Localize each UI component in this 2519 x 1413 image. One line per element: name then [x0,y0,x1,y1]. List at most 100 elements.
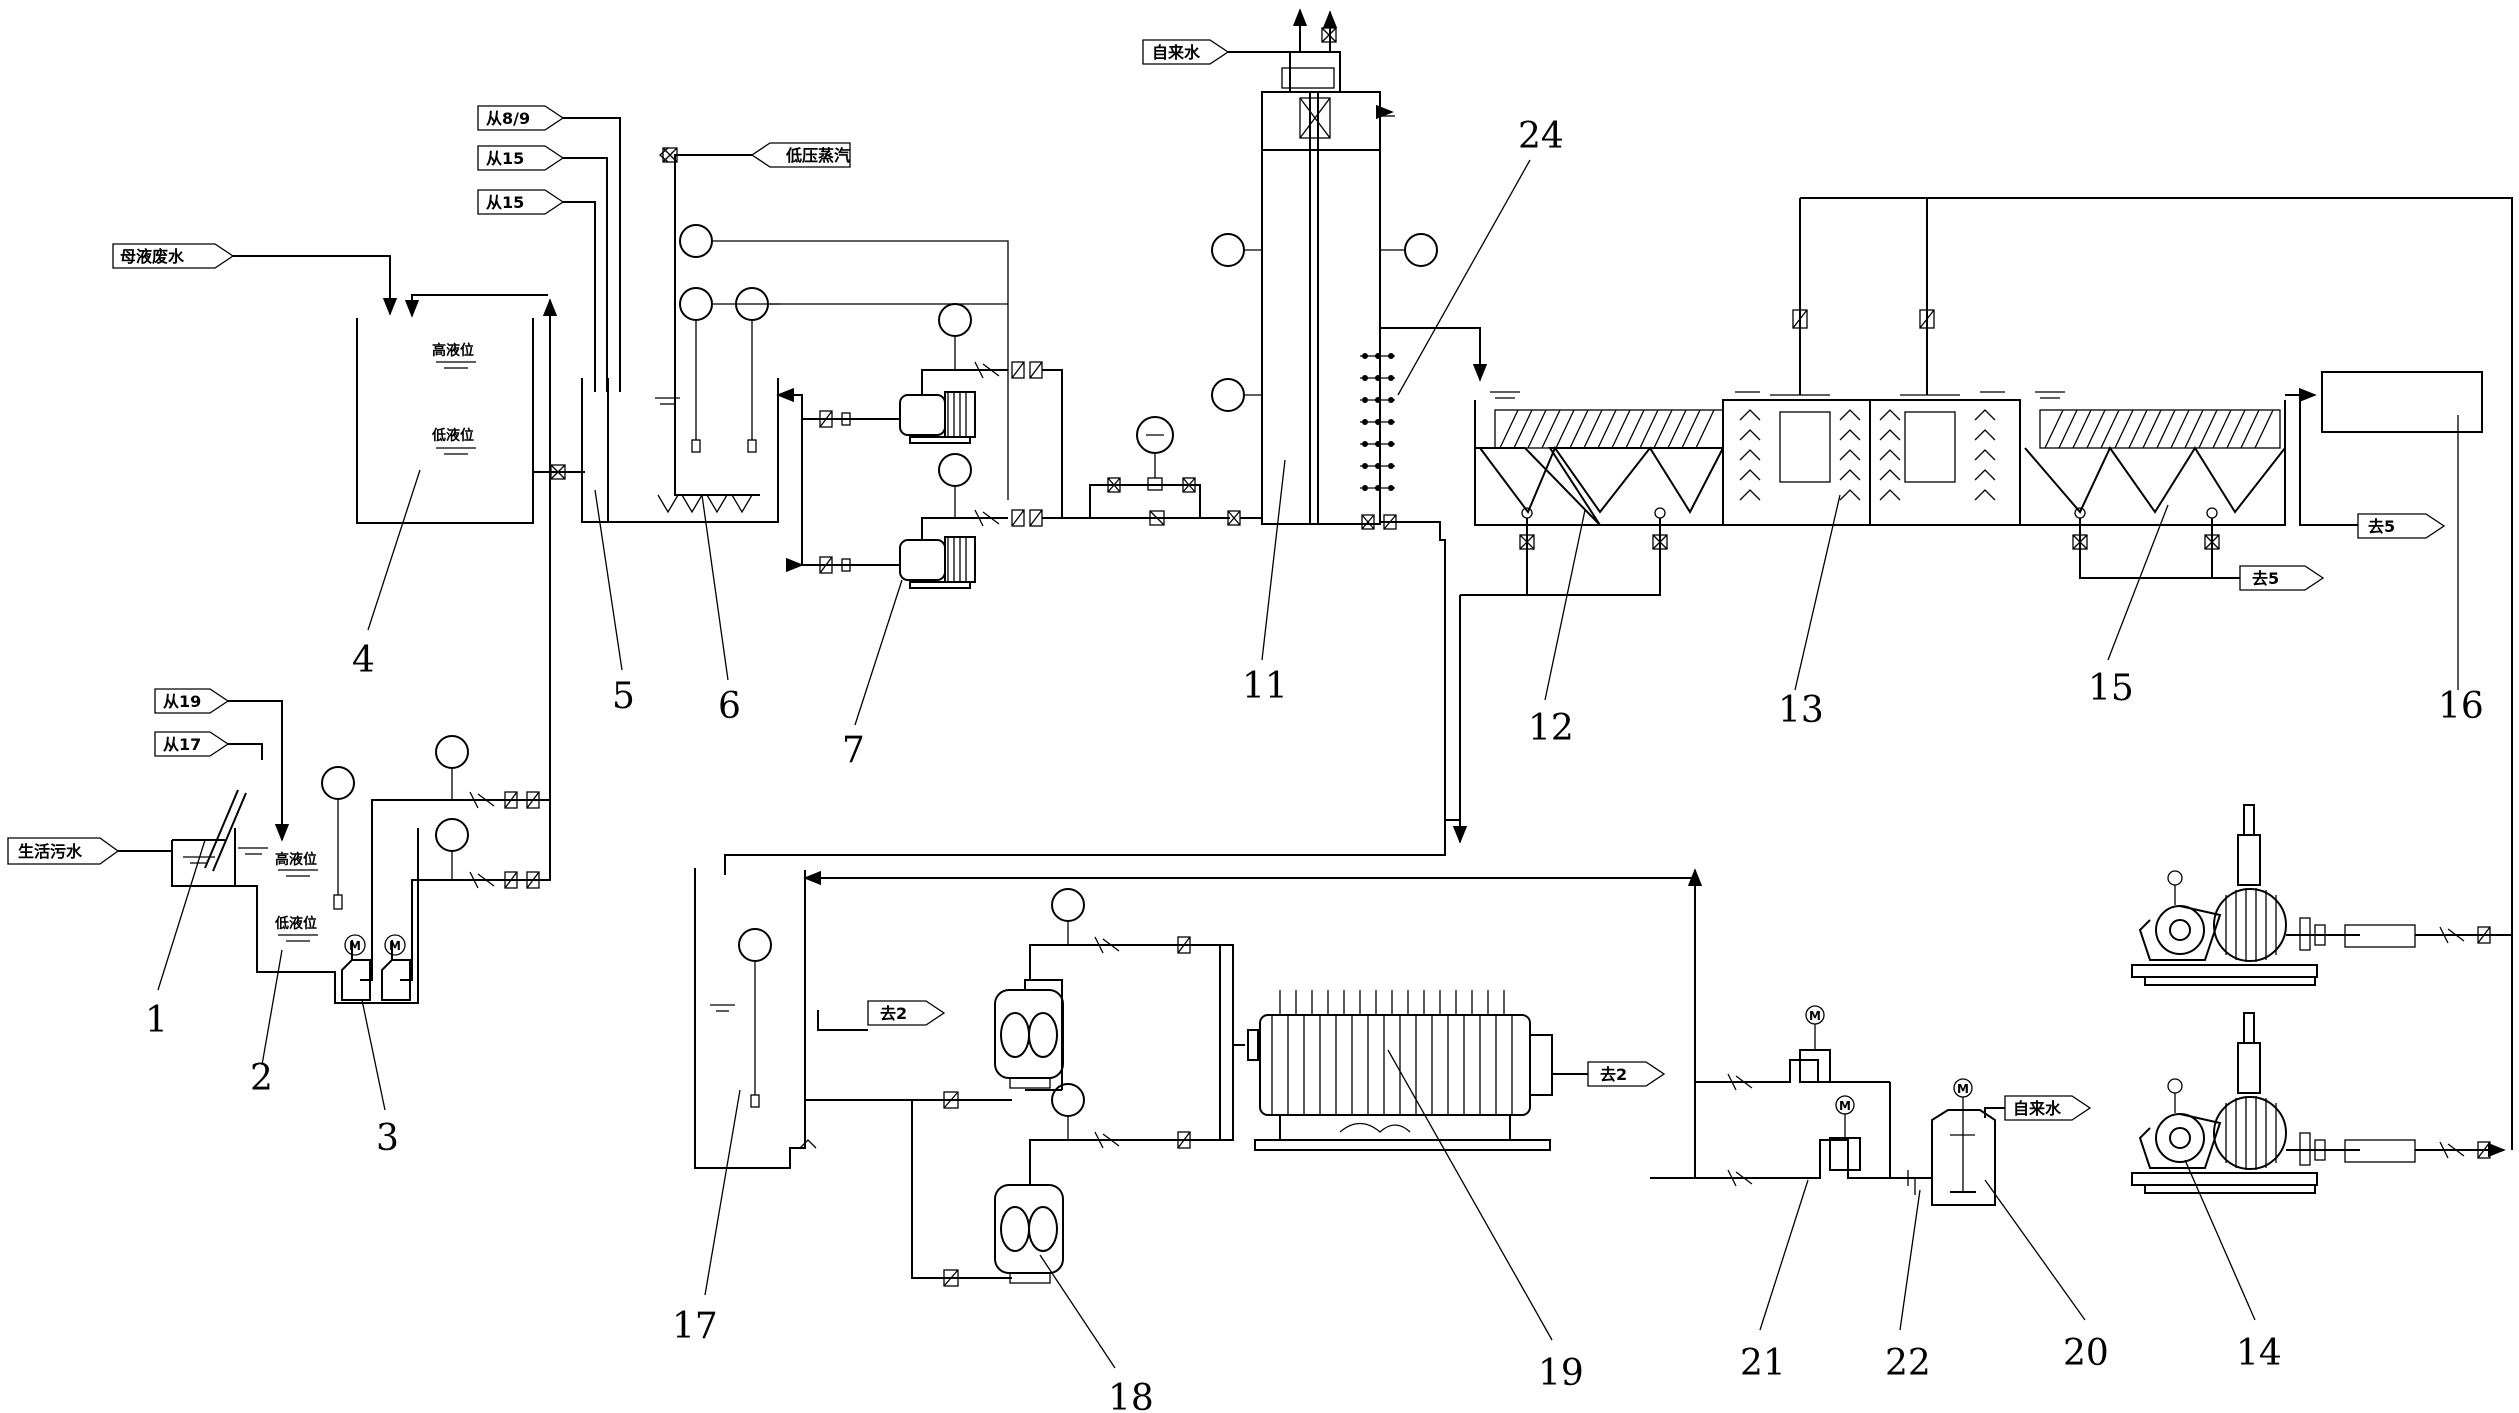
aeration-pipe-6 [655,147,760,514]
pump-discharge-line-a [435,735,550,809]
label-unit-7: 7 [842,730,865,771]
tank4-outlet-line [533,464,585,480]
svg-text:生活污水: 生活污水 [18,842,83,861]
label-unit-12: 12 [1528,708,1574,749]
label-unit-18: 18 [1108,1378,1154,1413]
column-outlet-line [1361,514,1446,840]
svg-text:M: M [1839,1099,1851,1113]
stream-tag-to-2-lower: 去2 [1587,1061,1666,1087]
label-unit-1: 1 [145,1000,168,1041]
unit-number-labels: 1 2 3 4 5 6 7 11 24 12 13 15 16 17 18 19… [145,116,2484,1413]
sump-tank-2: 高液位 低液位 [171,828,419,1004]
column-overflow-to-12 [1380,327,1488,382]
dosing-return-line [1687,868,1920,1187]
stream-tag-from-17: 从17 [154,731,230,757]
submersible-pump-3a: M [341,799,468,1001]
from-8-9-line [563,117,621,392]
transfer-pump-7b [802,453,1043,589]
reaction-column-11 [1240,91,1381,525]
label-unit-13: 13 [1778,690,1824,731]
label-unit-3: 3 [376,1118,399,1159]
label-unit-14: 14 [2236,1333,2282,1374]
svg-text:去2: 去2 [1600,1065,1627,1084]
svg-text:从19: 从19 [163,692,201,711]
column-top-piping [1228,8,1341,92]
filter-press-19 [1247,990,1588,1151]
svg-text:从8/9: 从8/9 [486,109,530,128]
inlet-line-from-19 [228,700,290,842]
svg-text:M: M [1809,1009,1821,1023]
label-unit-6: 6 [718,686,741,727]
stream-tag-mother-liquor: 母液废水 [112,243,235,269]
label-unit-11: 11 [1242,666,1288,707]
svg-text:低液位: 低液位 [274,915,317,932]
svg-text:自来水: 自来水 [2013,1099,2062,1118]
svg-text:去2: 去2 [880,1004,907,1023]
svg-text:母液废水: 母液废水 [120,247,185,266]
svg-text:高液位: 高液位 [432,342,474,359]
stream-tag-domestic-sewage: 生活污水 [7,837,120,865]
inlet-line-from-17 [228,743,263,760]
submersible-pump-3b: M [381,879,468,1001]
stream-tag-to-5-right: 去5 [2357,513,2446,539]
from-15-upper-line [563,157,608,392]
lift-to-tank4-line [540,298,558,881]
svg-text:高液位: 高液位 [275,851,317,868]
label-unit-16: 16 [2438,686,2484,727]
label-unit-15: 15 [2088,668,2134,709]
diaphragm-pump-18a [994,888,1221,1091]
stream-tag-from-15-upper: 从15 [477,145,565,171]
stream-tag-to-5-lower: 去5 [2239,565,2325,591]
stream-tag-from-15-lower: 从15 [477,189,565,215]
sedimentation-basin-15 [2020,391,2286,579]
level-gauge-sump [321,766,355,910]
label-unit-22: 22 [1885,1343,1931,1384]
from-15-lower-line [563,201,596,392]
pump-discharge-line-b [435,818,550,889]
diaphragm-pump-18b [994,1083,1221,1284]
column-instruments [1211,104,1438,412]
sludge-feed-piping [805,1091,1012,1287]
svg-text:自来水: 自来水 [1152,43,1201,62]
diffuser-array-24 [1360,353,1395,491]
transfer-pump-7a [802,303,1043,444]
tank4-return-line [404,294,548,318]
dosing-tank-20: M [1889,1078,2005,1206]
svg-text:去5: 去5 [2252,569,2279,588]
stream-tag-low-pressure-steam: 低压蒸汽 [750,142,851,168]
svg-text:从15: 从15 [486,149,524,168]
effluent-tank-16 [2285,371,2483,526]
label-unit-21: 21 [1740,1343,1786,1384]
label-unit-5: 5 [612,676,635,717]
svg-text:M: M [389,939,401,953]
svg-text:从15: 从15 [486,193,524,212]
bar-screen [204,789,247,872]
stream-tag-to-2-upper: 去2 [867,1000,946,1026]
svg-text:M: M [349,939,361,953]
leader-lines [157,159,2459,1369]
blower-14a [2131,804,2512,986]
dosing-pump-21a: M [1799,1005,1831,1083]
equalization-tank-4: 高液位 低液位 [356,318,534,524]
svg-text:低压蒸汽: 低压蒸汽 [785,146,850,165]
svg-text:去5: 去5 [2368,517,2395,536]
pump-suction-header [778,395,802,565]
label-unit-19: 19 [1538,1353,1584,1394]
stream-tag-tap-water-bottom: 自来水 [2004,1095,2092,1121]
label-unit-2: 2 [250,1058,273,1099]
svg-text:M: M [1957,1082,1969,1096]
label-unit-20: 20 [2063,1333,2109,1374]
svg-text:从17: 从17 [163,735,201,754]
sludge-line-to-17 [724,595,1461,875]
pump-discharge-header [1042,369,1090,519]
press-feed-line [1220,944,1245,1141]
reaction-basin-13 [1722,391,2021,526]
sedimentation-basin-12 [1460,391,1724,596]
stream-tag-from-8-9: 从8/9 [477,105,565,131]
mother-liquor-inlet [233,255,398,316]
dosing-pump-21b: M [1829,1095,1861,1171]
stream-tag-tap-water-top: 自来水 [1142,39,1230,65]
label-unit-17: 17 [672,1306,718,1347]
stream-tag-from-19: 从19 [154,688,230,714]
